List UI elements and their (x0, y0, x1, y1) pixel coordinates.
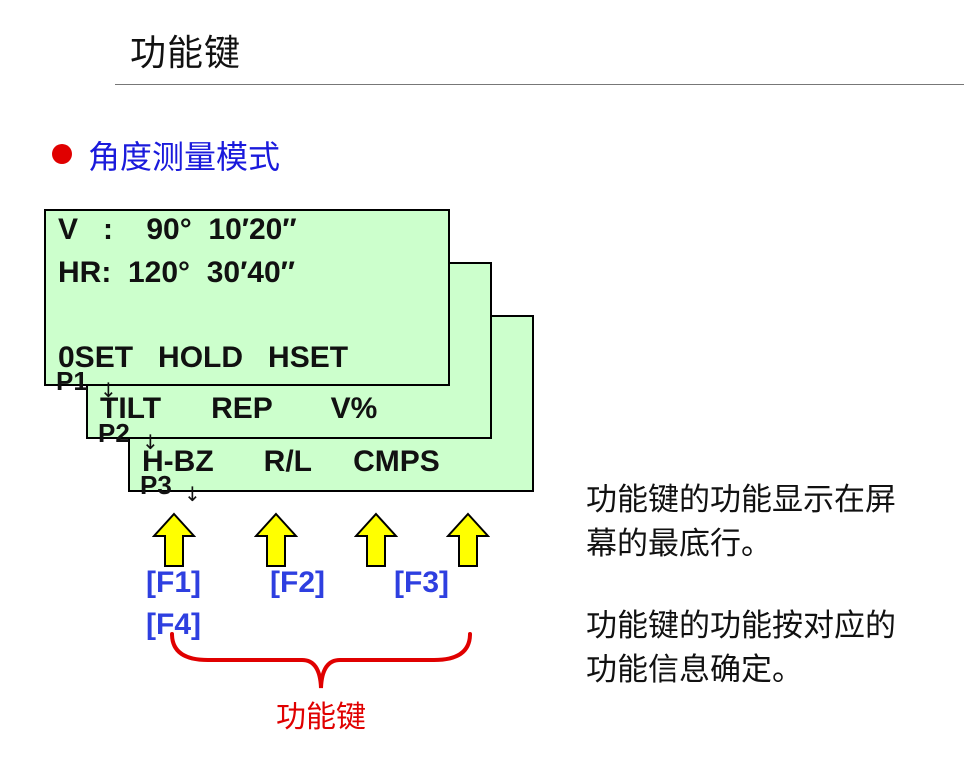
title-divider (115, 84, 964, 85)
bullet-icon (52, 144, 72, 164)
f2-key-label: [F2] (270, 566, 325, 599)
note-2-line-2: 功能信息确定。 (586, 652, 803, 688)
note-2-line-1: 功能键的功能按对应的 (586, 608, 896, 644)
curly-bracket (170, 632, 472, 689)
f3-key-label: [F3] (394, 566, 449, 599)
note-1: 功能键的功能显示在屏 幕的最底行。 (586, 478, 896, 566)
down-arrow-icon: ↓ (142, 430, 159, 454)
bracket-label: 功能键 (276, 700, 366, 735)
page-title: 功能键 (130, 33, 242, 74)
up-arrow-icon (152, 512, 196, 567)
softkey-row-page1: 0SET HOLD HSET (58, 341, 349, 374)
down-arrow-icon: ↓ (184, 482, 201, 506)
note-1-line-2: 幕的最底行。 (586, 526, 772, 562)
up-arrow-icon (446, 512, 490, 567)
page-label-p3: P3 (140, 470, 172, 500)
f1-key-label: [F1] (146, 566, 201, 599)
note-1-line-1: 功能键的功能显示在屏 (586, 482, 896, 518)
page-label-p1: P1 (56, 366, 88, 396)
horizontal-angle-readout: HR: 120° 30′40″ (58, 256, 296, 289)
page-label-p2: P2 (98, 418, 130, 448)
down-arrow-icon: ↓ (100, 378, 117, 402)
section-subtitle: 角度测量模式 (88, 138, 281, 176)
softkey-row-page2: TILT REP V% (100, 392, 378, 425)
note-2: 功能键的功能按对应的 功能信息确定。 (586, 604, 896, 692)
lcd-screen-page1: V : 90° 10′20″ HR: 120° 30′40″ 0SET HOLD… (44, 209, 450, 386)
up-arrow-icon (354, 512, 398, 567)
up-arrow-icon (254, 512, 298, 567)
softkey-row-page3: H-BZ R/L CMPS (142, 445, 440, 478)
vertical-angle-readout: V : 90° 10′20″ (58, 213, 297, 246)
